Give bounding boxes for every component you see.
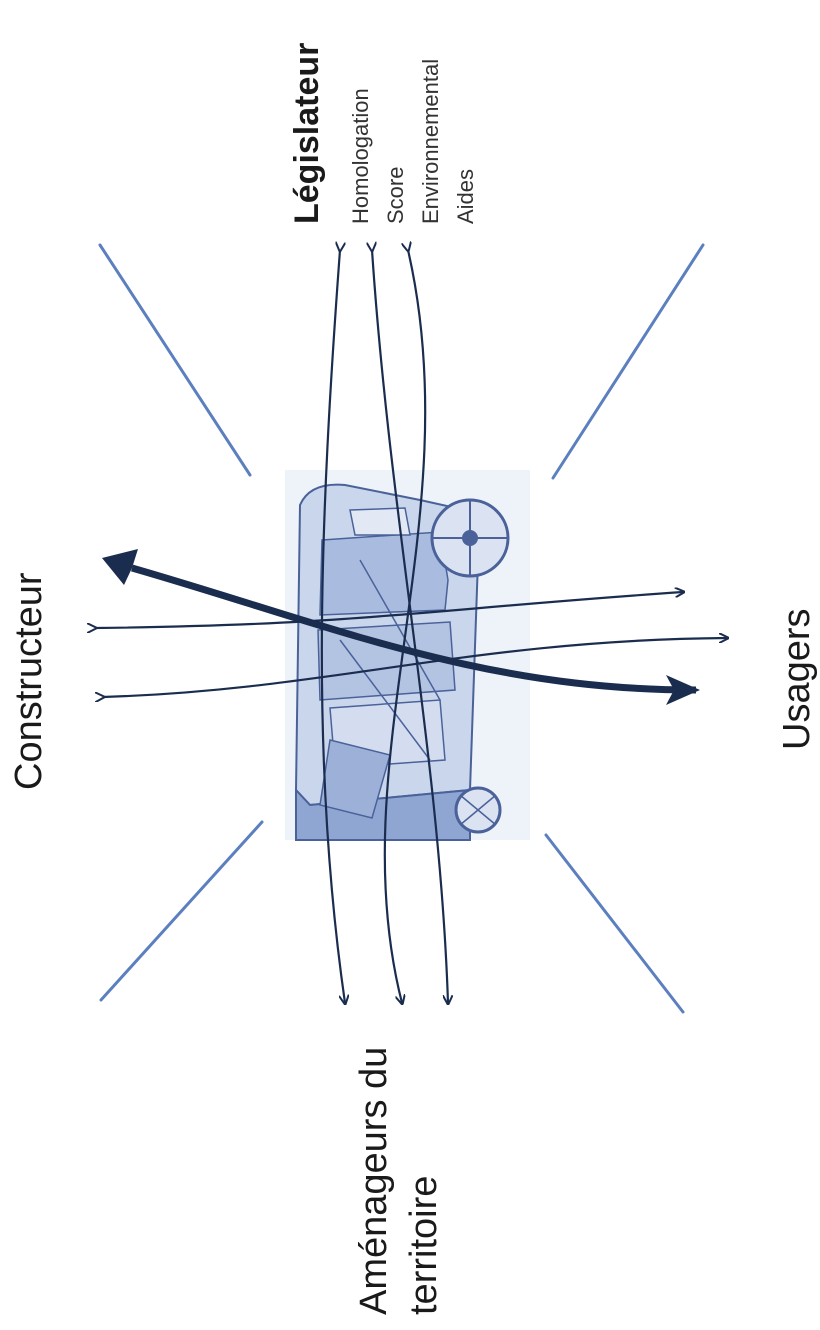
divider-bottom-right (544, 833, 685, 1014)
label-usagers: Usagers (776, 608, 818, 751)
divider-bottom-left (99, 820, 264, 1002)
label-homologation: Homologation (348, 88, 373, 224)
label-environnemental: Environnemental (418, 58, 443, 224)
label-constructeur: Constructeur (8, 572, 50, 790)
divider-lines (98, 243, 705, 1014)
exchange-arrows (95, 250, 727, 1003)
label-aides: Aides (453, 168, 478, 224)
arrow-constructeur-usagers-2 (103, 638, 727, 697)
divider-top-right (551, 243, 705, 480)
divider-top-left (98, 243, 252, 477)
label-legislateur: Législateur (288, 42, 326, 224)
main-arrow-constructeur-usagers (131, 564, 700, 705)
label-amenageurs-line2: territoire (403, 1175, 445, 1315)
label-score: Score (383, 166, 408, 224)
label-amenageurs-line1: Aménageurs du (353, 1046, 395, 1315)
arrow-constructeur-usagers-1 (95, 592, 683, 628)
main-arrow-tail (102, 549, 138, 585)
